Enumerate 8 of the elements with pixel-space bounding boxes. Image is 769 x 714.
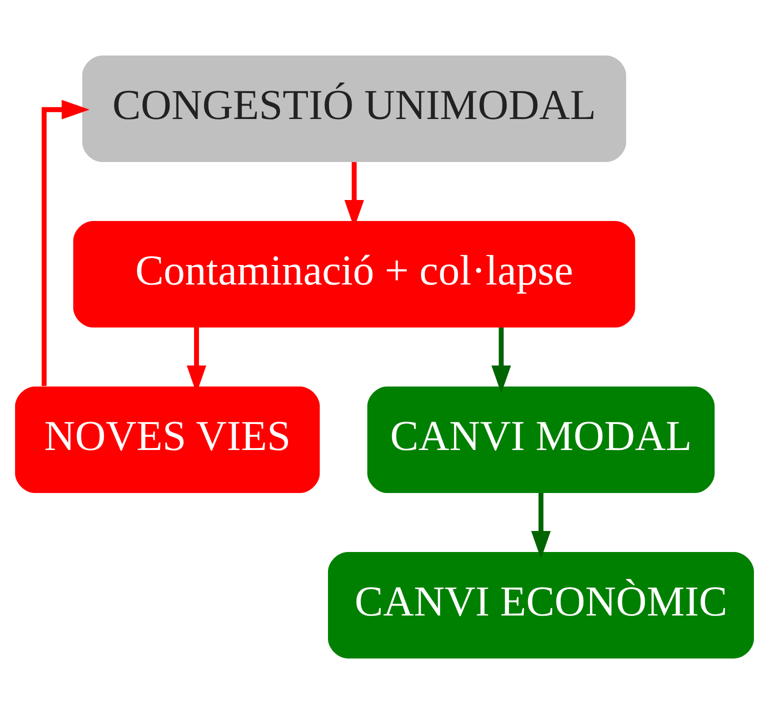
node-box: CONGESTIÓ UNIMODAL	[82, 56, 626, 162]
node-box: NOVES VIES	[15, 386, 320, 493]
node-box: CANVI ECONÒMIC	[328, 552, 754, 658]
node-box: Contaminació + col·lapse	[73, 221, 636, 328]
node-box: CANVI MODAL	[367, 386, 715, 493]
arrow	[491, 328, 511, 394]
arrow	[531, 493, 551, 559]
arrow	[42, 100, 90, 386]
